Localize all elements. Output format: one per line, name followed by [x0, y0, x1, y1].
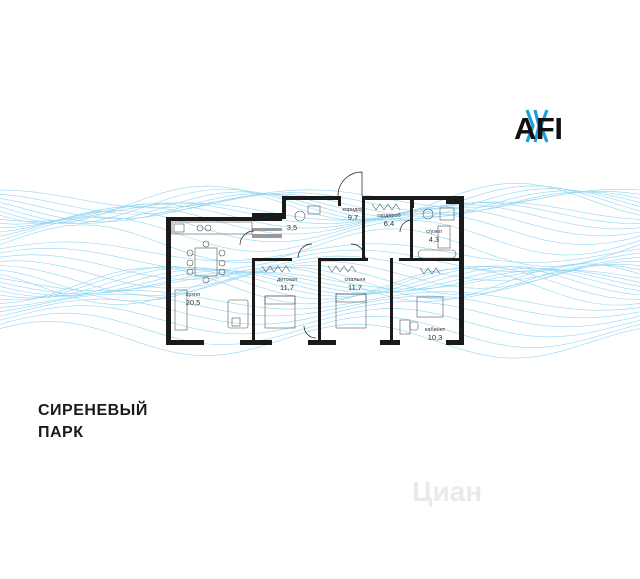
- brand-name: AFI: [514, 111, 563, 146]
- walls: [166, 196, 464, 345]
- furniture: [171, 203, 457, 335]
- room-corridor-label: коридор 9,7: [342, 207, 364, 222]
- wave-line: [0, 206, 640, 237]
- wave-line: [0, 202, 640, 225]
- wave-line: [0, 201, 640, 222]
- room-kids-label: детская 11,7: [277, 277, 297, 292]
- room-study-label: кабинет 10,3: [424, 327, 446, 342]
- wave-line: [0, 188, 640, 209]
- watermark: Циан: [412, 476, 483, 507]
- wave-line: [0, 210, 640, 245]
- wave-line: [0, 241, 640, 263]
- room-wardrobe-label: гардероб 6,4: [377, 213, 401, 228]
- wave-line: [0, 190, 640, 215]
- wave-line: [0, 224, 640, 267]
- room-bath-label: c/узел 4,3: [426, 229, 442, 244]
- room-bedroom-label: спальня 11,7: [344, 277, 366, 292]
- room-kitchen-label: кухня 20,5: [185, 292, 201, 307]
- project-title-line2: ПАРК: [38, 424, 84, 441]
- wave-line: [0, 247, 640, 273]
- project-title: СИРЕНЕВЫЙ ПАРК: [38, 400, 148, 444]
- room-wc-label: 3,5: [286, 223, 298, 232]
- afi-logo-icon: [525, 109, 549, 143]
- wave-line: [0, 254, 640, 281]
- wave-line: [0, 216, 640, 256]
- project-title-line1: СИРЕНЕВЫЙ: [38, 402, 148, 419]
